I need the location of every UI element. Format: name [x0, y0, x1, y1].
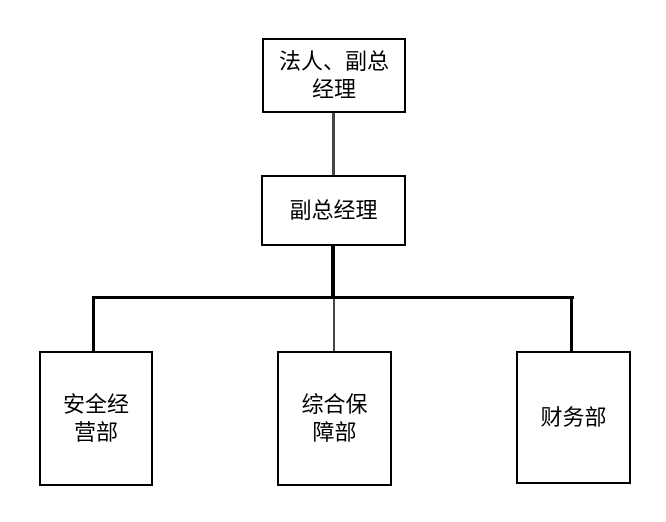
node-safety-operations-dept: 安全经 营部 — [39, 351, 153, 486]
node-general-support-dept: 综合保 障部 — [277, 351, 392, 486]
connector-drop-safety-line — [92, 296, 95, 351]
connector-drop-finance-line — [570, 296, 573, 351]
node-finance-dept: 财务部 — [516, 351, 631, 484]
connector-drop-support-line — [333, 299, 335, 351]
connector-top-vertical-line — [332, 113, 335, 175]
connector-deputy-stem-line — [331, 246, 335, 299]
node-legal-deputy-gm: 法人、副总 经理 — [262, 38, 406, 113]
connector-horizontal-rail-line — [93, 296, 574, 299]
node-deputy-gm: 副总经理 — [261, 175, 406, 246]
